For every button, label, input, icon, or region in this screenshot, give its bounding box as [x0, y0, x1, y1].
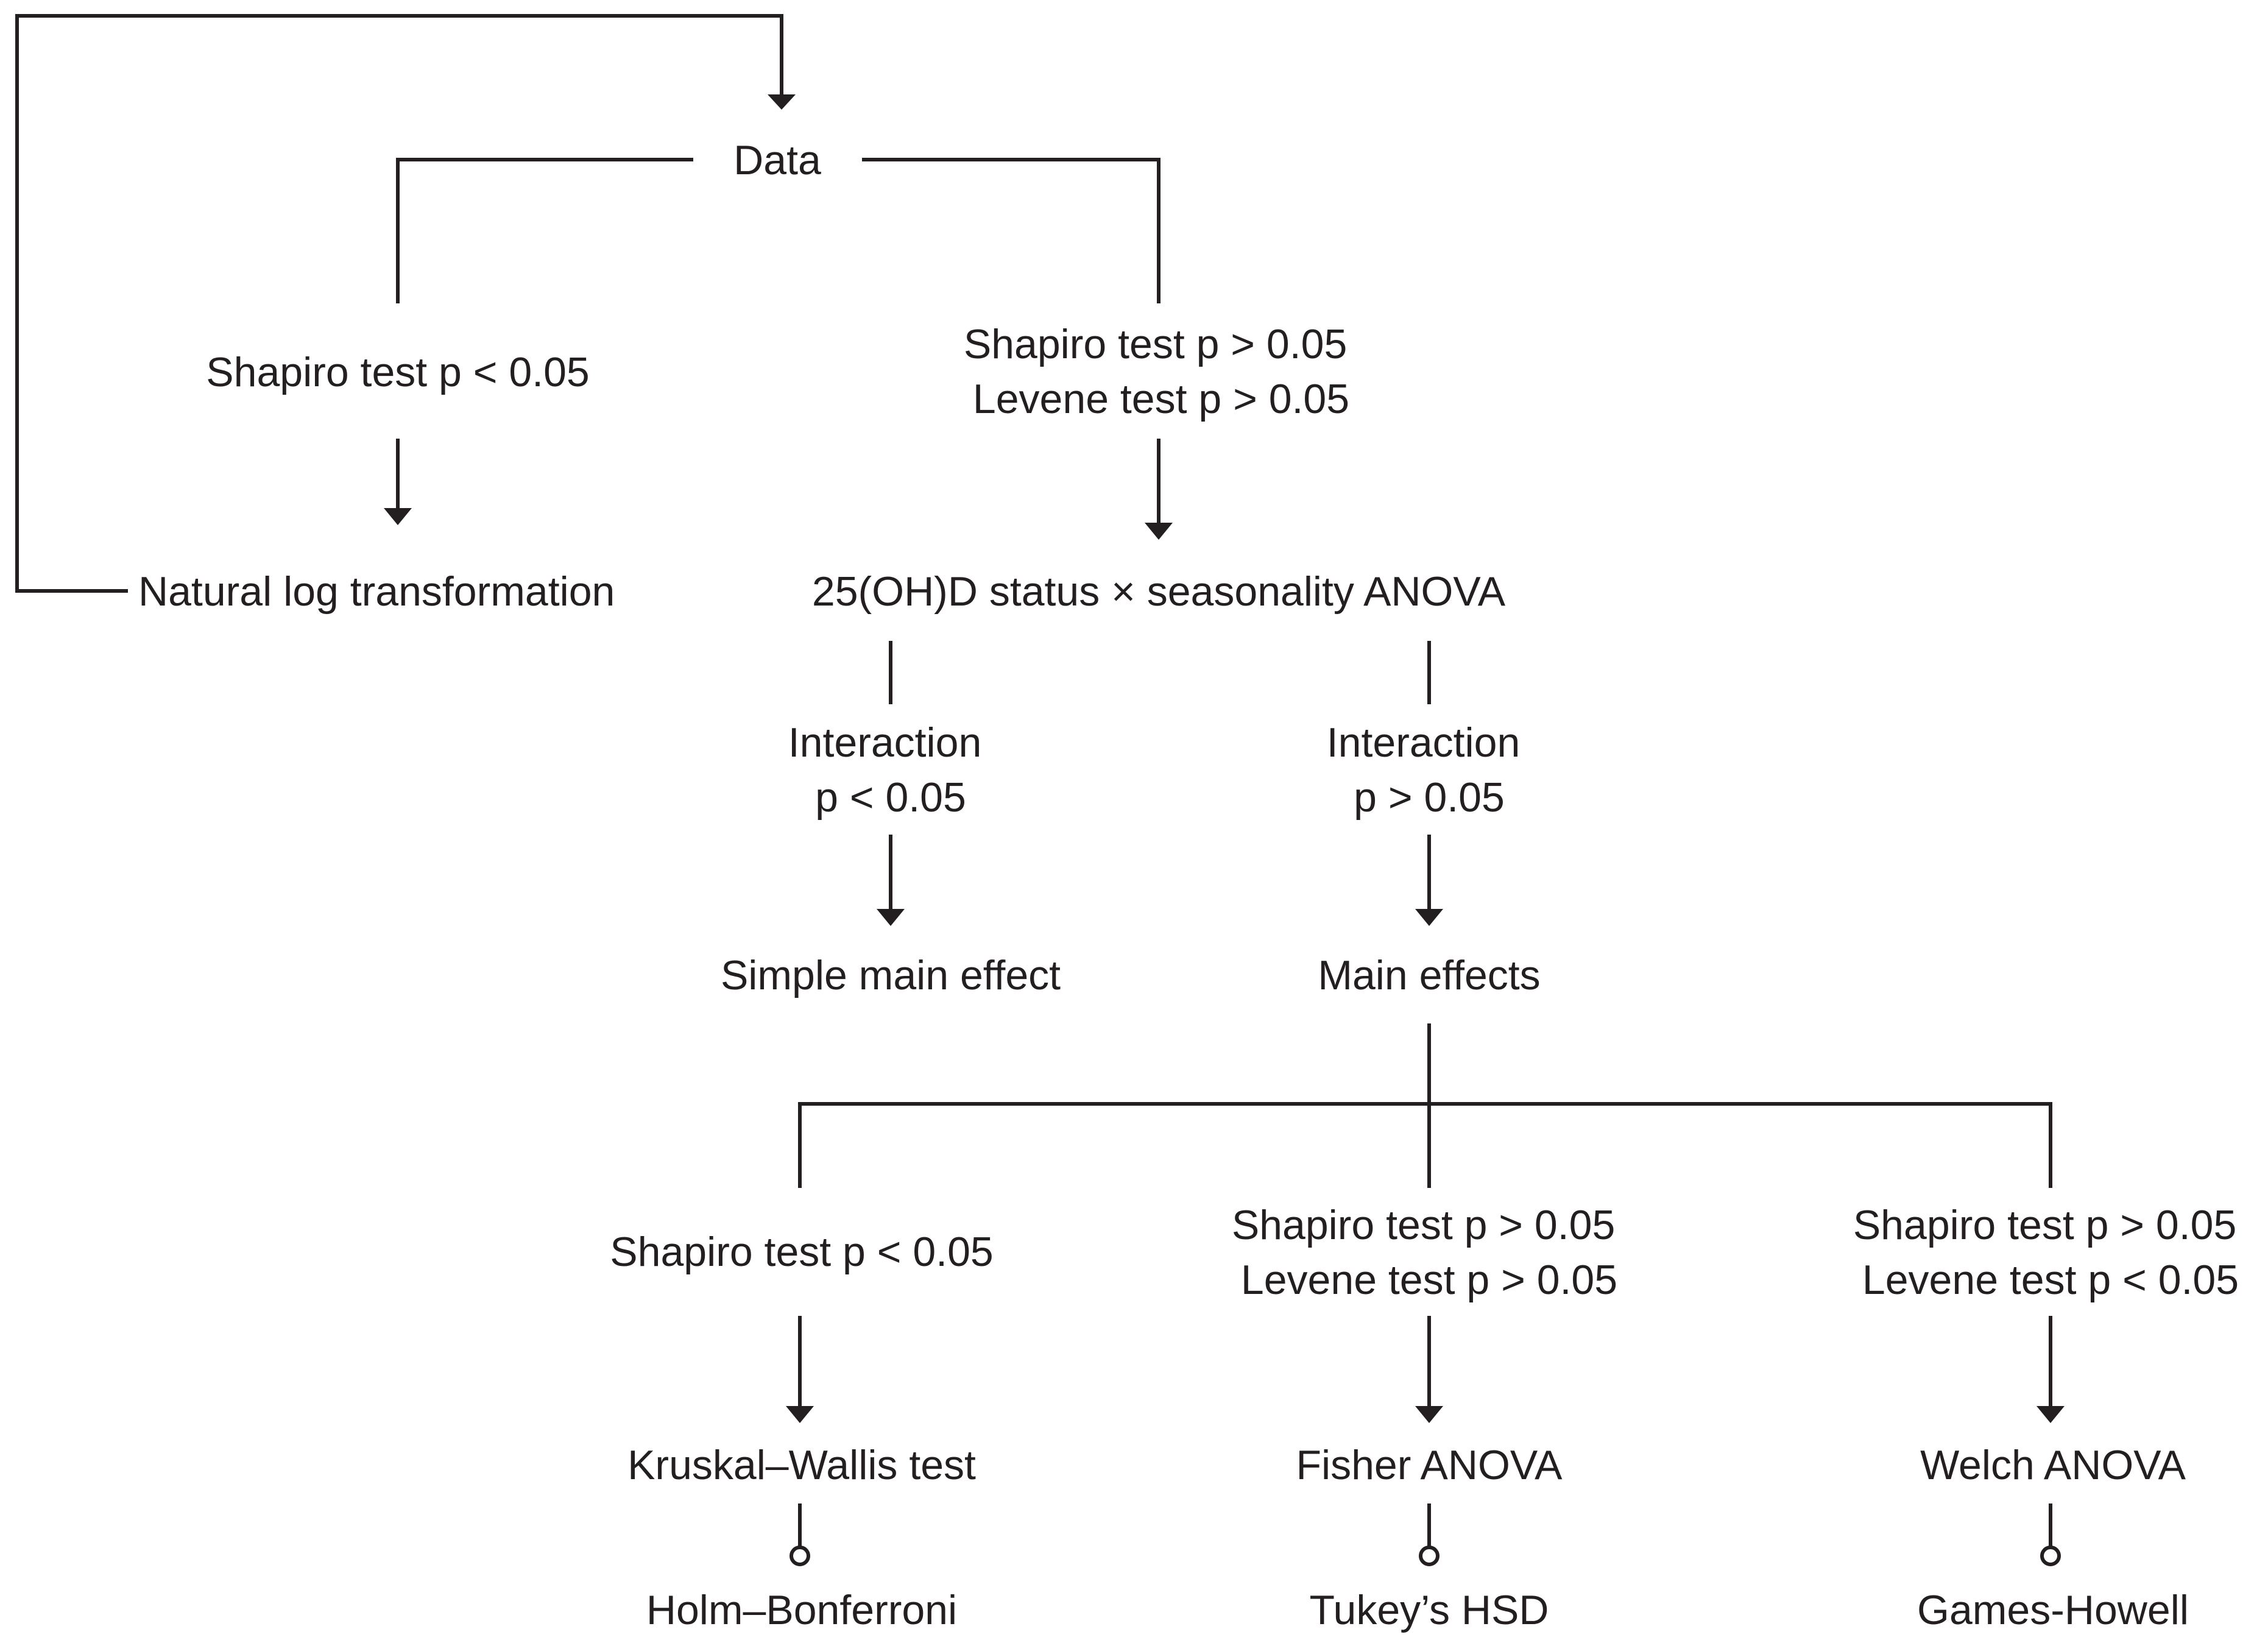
node-games-howell: Games-Howell: [1917, 1587, 2189, 1633]
node-anova: 25(OH)D status × seasonality ANOVA: [812, 568, 1506, 615]
circle-into-games: [2040, 1546, 2061, 1566]
node-holm-bonferroni: Holm–Bonferroni: [646, 1587, 957, 1633]
node-shapiro-pass-top: Shapiro test p > 0.05 Levene test p > 0.…: [964, 321, 1358, 422]
edge-log-to-data: [15, 14, 783, 593]
arrowhead-into-fisher: [1415, 1406, 1443, 1423]
edge-data-to-shapiro-fail: [396, 158, 693, 303]
node-shapiro-pass-top-line-1: Shapiro test p > 0.05: [964, 321, 1347, 367]
node-welch-anova: Welch ANOVA: [1920, 1442, 2186, 1488]
node-tukey-hsd: Tukey’s HSD: [1310, 1587, 1549, 1633]
edge-data-to-shapiro-pass: [862, 158, 1160, 303]
arrowhead-into-simple: [877, 909, 905, 926]
node-interaction-sig-line-1: Interaction: [788, 719, 982, 766]
node-shapiro-pass-levene-fail: Shapiro test p > 0.05 Levene test p < 0.…: [1853, 1202, 2248, 1303]
node-shapiro-levene-pass: Shapiro test p > 0.05 Levene test p > 0.…: [1232, 1202, 1627, 1303]
node-shapiro-levene-pass-line-2: Levene test p > 0.05: [1241, 1257, 1617, 1303]
node-shapiro-fail-top: Shapiro test p < 0.05: [206, 349, 589, 395]
circle-into-holm: [790, 1546, 810, 1566]
node-kruskal-wallis: Kruskal–Wallis test: [627, 1442, 976, 1488]
arrowhead-into-anova: [1145, 523, 1173, 540]
node-interaction-nonsig-line-2: p > 0.05: [1354, 774, 1505, 821]
node-data: Data: [733, 137, 821, 183]
node-interaction-nonsig-line-1: Interaction: [1327, 719, 1521, 766]
node-fisher-anova: Fisher ANOVA: [1296, 1442, 1563, 1488]
arrowhead-into-welch: [2037, 1406, 2065, 1423]
node-shapiro-pass-top-line-2: Levene test p > 0.05: [973, 376, 1349, 422]
node-shapiro-pass-levene-fail-line-1: Shapiro test p > 0.05: [1853, 1202, 2236, 1248]
node-shapiro-pass-levene-fail-line-2: Levene test p < 0.05: [1862, 1257, 2239, 1303]
node-interaction-sig: Interaction p < 0.05: [788, 719, 993, 821]
arrowhead-into-log: [384, 508, 412, 525]
node-main-effects: Main effects: [1318, 952, 1540, 998]
arrowhead-into-main: [1415, 909, 1443, 926]
node-interaction-nonsig: Interaction p > 0.05: [1327, 719, 1531, 821]
node-log-transformation: Natural log transformation: [138, 568, 615, 615]
node-simple-main-effect: Simple main effect: [721, 952, 1061, 998]
node-shapiro-fail-bottom: Shapiro test p < 0.05: [610, 1229, 993, 1275]
circle-into-tukey: [1419, 1546, 1440, 1566]
arrowhead-into-data: [768, 94, 796, 110]
arrowhead-into-kruskal: [786, 1406, 814, 1423]
node-shapiro-levene-pass-line-1: Shapiro test p > 0.05: [1232, 1202, 1615, 1248]
edge-branch-bar: [798, 1102, 2052, 1188]
node-interaction-sig-line-2: p < 0.05: [815, 774, 966, 821]
